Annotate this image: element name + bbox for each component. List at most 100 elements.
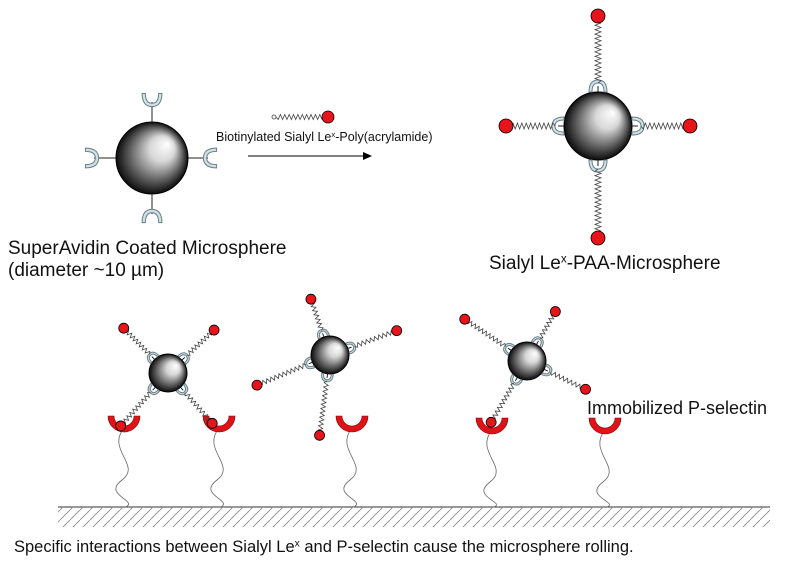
linker-line [536,340,539,345]
sialyl-lex-ligand [314,429,325,441]
product-label-prefix: Sialyl Le [489,253,561,274]
sialyl-lex-ligand [459,313,471,325]
p-selectin [335,415,369,433]
avidin-cup [345,341,357,355]
sialyl-lex-ligand [391,325,403,337]
selectin-tether [115,427,129,508]
p-selectin [475,417,509,435]
paa-coil [640,121,684,131]
paa-coil [310,302,324,331]
paa-coil [123,391,151,424]
selectin-tether [483,429,497,508]
caption-sup: x [294,538,300,550]
product-label-suffix: -PAA-Microsphere [566,253,721,274]
paa-coil [539,314,555,339]
paa-coil [467,320,506,347]
paa-coil [187,332,213,356]
caption-suffix: and P-selectin cause the microsphere rol… [299,538,634,556]
avidin-cup [551,116,565,136]
reagent-label-suffix: -Poly(acrylamide) [335,130,433,144]
reagent-label-prefix: Biotinylated Sialyl Le [216,130,332,144]
sialyl-lex-ligand [580,383,591,395]
linker-line [347,346,352,349]
product-label: Sialyl Lex-PAA-Microsphere [489,253,721,275]
paa-coil [126,330,151,355]
avidin-cup [588,159,608,173]
linker-line [308,361,313,365]
sialyl-lex-ligand [590,8,606,24]
avidin-cup [631,116,645,136]
avidin-cup [317,328,330,340]
sialyl-lex-ligand [321,110,335,124]
sialyl-lex-ligand [305,293,317,305]
avidin-cup [141,208,163,224]
microsphere [507,341,547,381]
sialyl-lex-ligand [682,118,698,134]
selectin-tether [210,427,224,508]
paa-coil [184,392,211,420]
reagent-label: Biotinylated Sialyl Lex-Poly(acrylamide) [216,130,432,144]
coated-microsphere-diameter: (diameter ~10 µm) [8,259,165,281]
microsphere [563,91,633,161]
avidin-cup [588,79,608,93]
linker-line [181,356,186,361]
selectin-tether [343,427,357,508]
microsphere [115,121,189,195]
paa-coil [492,383,515,420]
linker-line [507,347,512,351]
sialyl-lex-ligand [590,230,606,246]
linker-line [514,377,518,382]
coated-microsphere-label: SuperAvidin Coated Microsphere (diameter… [8,238,286,282]
paa-coil [262,363,307,386]
paa-coil [317,380,330,431]
sialyl-lex-ligand [208,324,220,336]
avidin-cup [540,363,553,377]
sialyl-lex-ligand [498,118,514,134]
sialyl-lex-ligand [485,416,497,428]
biotin-end [271,114,277,120]
selectin-tether [596,429,610,508]
superavidin-microsphere-group [84,92,218,224]
sialyl-lex-ligand [549,306,561,317]
avidin-cup [304,356,316,370]
rolling-microspheres [115,293,591,441]
paa-coil [354,330,392,348]
linker-line [543,368,548,372]
avidin-cup [510,373,524,386]
reagent-label-sup: x [331,129,336,139]
p-selectin [588,417,622,435]
coated-microsphere-name: SuperAvidin Coated Microsphere [8,238,287,259]
arrow-head [363,152,372,160]
reaction-arrow [248,110,372,160]
avidin-cup [147,382,161,396]
surface-hatch [58,507,770,527]
sialyl-lex-ligand [251,379,263,391]
linker-line [326,373,329,378]
avidin-cup [321,372,334,383]
immobilized-surface [58,415,770,527]
microsphere [310,335,350,375]
paa-coil [593,22,603,84]
paa-coil [550,371,581,390]
caption-prefix: Specific interactions between Sialyl Le [14,538,295,556]
microsphere [148,353,188,393]
avidin-cup [177,352,190,365]
avidin-cup [146,351,160,365]
sialyl-paa-microsphere-group [498,8,698,246]
paa-coil [593,168,603,232]
product-label-sup: x [560,252,567,266]
sialyl-lex-ligand [118,322,130,334]
linker-line [152,386,156,391]
linker-line [180,386,184,391]
avidin-cup [175,382,189,396]
linker-line [151,356,156,360]
linker-line [322,333,325,338]
avidin-cup [84,147,100,169]
paa-coil [512,121,556,131]
avidin-cup [202,147,218,169]
sialyl-lex-ligand [206,417,218,429]
immobilized-pselectin-label: Immobilized P-selectin [587,398,768,418]
figure-caption: Specific interactions between Sialyl Lex… [14,538,634,557]
sialyl-lex-ligand [115,420,127,432]
